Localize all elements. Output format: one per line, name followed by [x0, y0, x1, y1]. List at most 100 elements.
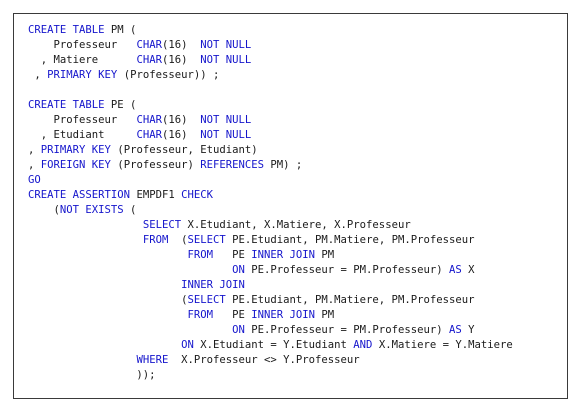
sql-code-block: CREATE TABLE PM ( Professeur CHAR(16) NO…: [28, 23, 513, 383]
sql-keyword: ON: [232, 324, 245, 336]
sql-text: PE.Professeur = PM.Professeur): [244, 264, 449, 276]
sql-text: [28, 234, 143, 246]
sql-text: (16): [161, 54, 201, 66]
sql-keyword: FOREIGN KEY: [40, 159, 111, 171]
sql-keyword: INNER JOIN: [181, 279, 245, 291]
code-line: (NOT EXISTS (: [28, 203, 513, 218]
sql-text: X: [461, 264, 475, 276]
code-line: INNER JOIN: [28, 278, 513, 293]
sql-keyword: WHERE: [136, 354, 169, 366]
code-line: Professeur CHAR(16) NOT NULL: [28, 113, 513, 128]
sql-keyword: CHAR: [136, 39, 162, 51]
sql-text: (: [123, 204, 137, 216]
sql-keyword: CREATE ASSERTION: [28, 189, 131, 201]
sql-text: PE: [212, 249, 252, 261]
sql-text: EMPDF1: [130, 189, 182, 201]
sql-text: (16): [161, 114, 201, 126]
sql-keyword: INNER JOIN: [251, 249, 316, 261]
sql-text: [28, 339, 181, 351]
code-line: (SELECT PE.Etudiant, PM.Matiere, PM.Prof…: [28, 293, 513, 308]
sql-text: [28, 324, 232, 336]
sql-keyword: INNER JOIN: [251, 309, 316, 321]
sql-text: X.Matiere = Y.Matiere: [372, 339, 513, 351]
sql-text: X.Professeur <> Y.Professeur: [168, 354, 360, 366]
sql-text: (: [28, 294, 188, 306]
sql-text: ,: [28, 144, 41, 156]
sql-text: [28, 279, 181, 291]
sql-keyword: FROM: [142, 234, 169, 246]
code-line: FROM PE INNER JOIN PM: [28, 248, 513, 263]
code-line: ));: [28, 368, 513, 383]
code-line: , Etudiant CHAR(16) NOT NULL: [28, 128, 513, 143]
code-line: FROM (SELECT PE.Etudiant, PM.Matiere, PM…: [28, 233, 513, 248]
sql-text: , Etudiant: [28, 129, 137, 141]
sql-keyword: CREATE TABLE: [28, 99, 105, 111]
sql-text: PM: [315, 249, 335, 261]
sql-keyword: REFERENCES: [200, 159, 265, 171]
sql-text: [28, 249, 187, 261]
sql-text: [28, 264, 232, 276]
code-line: , PRIMARY KEY (Professeur)) ;: [28, 68, 513, 83]
sql-text: X.Etudiant = Y.Etudiant: [193, 339, 354, 351]
sql-text: [28, 354, 136, 366]
sql-text: ));: [28, 369, 156, 381]
sql-keyword: NOT NULL: [200, 114, 252, 126]
code-line: , Matiere CHAR(16) NOT NULL: [28, 53, 513, 68]
sql-text: ,: [28, 69, 48, 81]
code-line: CREATE TABLE PM (: [28, 23, 513, 38]
sql-keyword: SELECT: [142, 219, 182, 231]
code-listing-frame: CREATE TABLE PM ( Professeur CHAR(16) NO…: [13, 13, 568, 399]
sql-text: PM: [315, 309, 335, 321]
sql-text: (: [168, 234, 188, 246]
sql-text: (Professeur, Etudiant): [110, 144, 258, 156]
sql-keyword: CHAR: [136, 54, 162, 66]
sql-text: Professeur: [28, 39, 137, 51]
sql-text: PE.Etudiant, PM.Matiere, PM.Professeur: [225, 234, 475, 246]
sql-keyword: CREATE TABLE: [28, 24, 105, 36]
sql-text: [28, 309, 187, 321]
sql-keyword: NOT NULL: [200, 129, 252, 141]
sql-keyword: FROM: [187, 309, 213, 321]
sql-text: X.Etudiant, X.Matiere, X.Professeur: [181, 219, 411, 231]
sql-keyword: SELECT: [187, 294, 226, 306]
sql-text: PM) ;: [264, 159, 303, 171]
sql-keyword: FROM: [187, 249, 213, 261]
sql-keyword: PRIMARY KEY: [40, 144, 111, 156]
sql-text: (16): [161, 39, 201, 51]
sql-keyword: CHAR: [136, 114, 162, 126]
code-line: FROM PE INNER JOIN PM: [28, 308, 513, 323]
sql-text: PM (: [104, 24, 137, 36]
sql-keyword: GO: [28, 174, 41, 186]
sql-keyword: AND: [353, 339, 373, 351]
sql-keyword: NOT EXISTS: [59, 204, 124, 216]
sql-keyword: CHAR: [136, 129, 162, 141]
sql-keyword: AS: [448, 324, 462, 336]
sql-keyword: ON: [181, 339, 194, 351]
code-line: ON X.Etudiant = Y.Etudiant AND X.Matiere…: [28, 338, 513, 353]
code-line: CREATE ASSERTION EMPDF1 CHECK: [28, 188, 513, 203]
code-line: , PRIMARY KEY (Professeur, Etudiant): [28, 143, 513, 158]
sql-keyword: SELECT: [187, 234, 226, 246]
sql-text: Y: [461, 324, 475, 336]
sql-keyword: AS: [448, 264, 462, 276]
code-line: WHERE X.Professeur <> Y.Professeur: [28, 353, 513, 368]
sql-text: PE (: [104, 99, 137, 111]
code-line: ON PE.Professeur = PM.Professeur) AS X: [28, 263, 513, 278]
sql-text: (: [28, 204, 60, 216]
code-line: [28, 83, 513, 98]
sql-keyword: NOT NULL: [200, 54, 252, 66]
sql-text: PE: [212, 309, 252, 321]
sql-keyword: ON: [232, 264, 245, 276]
code-line: CREATE TABLE PE (: [28, 98, 513, 113]
sql-text: (Professeur): [110, 159, 201, 171]
code-line: ON PE.Professeur = PM.Professeur) AS Y: [28, 323, 513, 338]
code-line: , FOREIGN KEY (Professeur) REFERENCES PM…: [28, 158, 513, 173]
code-line: GO: [28, 173, 513, 188]
code-line: SELECT X.Etudiant, X.Matiere, X.Professe…: [28, 218, 513, 233]
sql-text: PE.Professeur = PM.Professeur): [244, 324, 449, 336]
sql-text: PE.Etudiant, PM.Matiere, PM.Professeur: [225, 294, 475, 306]
sql-text: (Professeur)) ;: [117, 69, 220, 81]
sql-text: Professeur: [28, 114, 137, 126]
code-line: Professeur CHAR(16) NOT NULL: [28, 38, 513, 53]
sql-text: ,: [28, 159, 41, 171]
